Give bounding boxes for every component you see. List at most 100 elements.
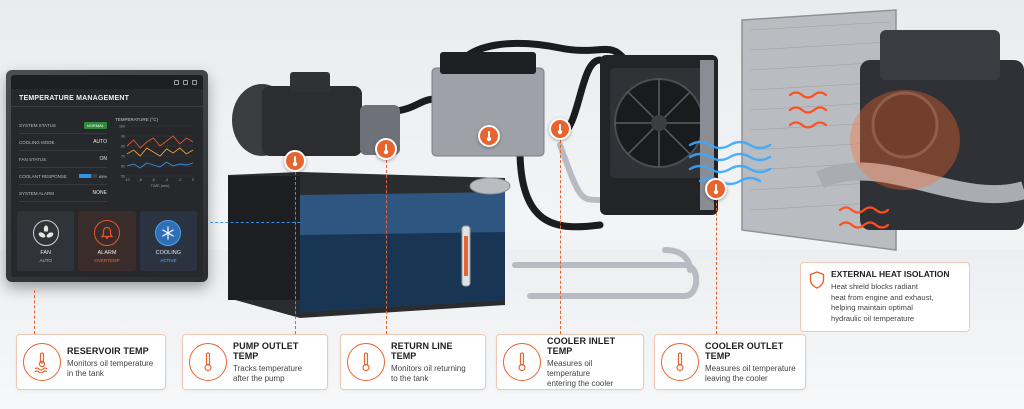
thermometer-waves-icon bbox=[23, 343, 61, 381]
panel-title: TEMPERATURE MANAGEMENT bbox=[11, 89, 203, 107]
x-axis-label: TIME (min) bbox=[151, 184, 171, 188]
leader-cooler-outlet bbox=[716, 198, 717, 334]
progress-bar bbox=[78, 174, 97, 178]
bell-icon bbox=[93, 219, 120, 246]
heat-isolation-line: hydraulic oil temperature bbox=[831, 313, 915, 323]
status-row-system: SYSTEM STATUS NORMAL bbox=[19, 117, 107, 134]
tile-sub: OVERTEMP bbox=[94, 257, 120, 263]
fan-tile[interactable]: FAN AUTO bbox=[17, 211, 75, 271]
status-row-alarm: SYSTEM ALARM NONE bbox=[19, 185, 107, 202]
thermometer-icon bbox=[661, 343, 699, 381]
series-line-2 bbox=[126, 161, 194, 169]
status-row-fan: FAN STATUS ON bbox=[19, 151, 107, 168]
x-tick-label: -4 bbox=[165, 178, 168, 182]
pump-outlet-temp-marker[interactable] bbox=[284, 150, 306, 172]
status-value: AUTO bbox=[93, 139, 107, 145]
card-title: COOLER INLET TEMP bbox=[547, 335, 616, 356]
heat-isolation-title: EXTERNAL HEAT ISOLATION bbox=[831, 269, 950, 279]
y-tick-label: 100 bbox=[119, 125, 125, 129]
y-tick-label: 90 bbox=[121, 135, 125, 139]
x-tick-label: -8 bbox=[139, 178, 142, 182]
panel-screen: TEMPERATURE MANAGEMENT SYSTEM STATUS NOR… bbox=[11, 75, 203, 277]
card-desc: entering the cooler bbox=[547, 378, 614, 388]
x-tick-label: -2 bbox=[178, 178, 181, 182]
cooler-outlet-temp-marker[interactable] bbox=[705, 178, 727, 200]
panel-connector-line bbox=[210, 222, 300, 223]
leader-reservoir bbox=[34, 290, 35, 334]
card-title: PUMP OUTLET TEMP bbox=[233, 340, 299, 361]
card-desc: Tracks temperature bbox=[233, 363, 303, 373]
heat-isolation-line: helping maintain optimal bbox=[831, 303, 913, 312]
x-tick-label: -10 bbox=[124, 178, 129, 182]
status-badge: NORMAL bbox=[83, 121, 107, 129]
return-line-temp-card[interactable]: RETURN LINE TEMP Monitors oil returning … bbox=[340, 334, 486, 390]
cooler-inlet-temp-marker[interactable] bbox=[549, 118, 571, 140]
status-value: ON bbox=[99, 156, 108, 162]
status-label: SYSTEM STATUS bbox=[19, 122, 56, 128]
cooler-inlet-temp-card[interactable]: COOLER INLET TEMP Measures oil temperatu… bbox=[496, 334, 644, 390]
heat-isolation-card: EXTERNAL HEAT ISOLATION Heat shield bloc… bbox=[800, 262, 970, 332]
chart-title: TEMPERATURE (°C) bbox=[115, 117, 158, 122]
control-tiles: FAN AUTO ALARM OVERTEMP COOLING ACTIVE bbox=[11, 207, 203, 277]
tile-sub: ACTIVE bbox=[160, 257, 177, 263]
fan-icon bbox=[32, 219, 59, 246]
valve-temp-marker[interactable] bbox=[478, 125, 500, 147]
cooling-tile[interactable]: COOLING ACTIVE bbox=[139, 211, 197, 271]
status-value: NONE bbox=[92, 190, 107, 196]
heat-isolation-line: Heat shield blocks radiant bbox=[831, 282, 918, 291]
thermometer-icon bbox=[347, 343, 385, 381]
status-label: COOLANT RESPONSE bbox=[19, 173, 67, 179]
status-label: SYSTEM ALARM bbox=[19, 190, 55, 196]
card-desc: Measures oil temperature bbox=[547, 358, 593, 378]
card-desc: leaving the cooler bbox=[705, 373, 768, 383]
monitor-icon[interactable] bbox=[183, 79, 188, 85]
leader-pump bbox=[295, 172, 296, 334]
y-tick-label: 70 bbox=[121, 155, 125, 159]
status-label: COOLING MODE bbox=[19, 139, 55, 145]
card-title: RESERVOIR TEMP bbox=[67, 345, 149, 356]
leader-return bbox=[386, 160, 387, 334]
status-value: 65% bbox=[98, 173, 107, 179]
y-tick-label: 60 bbox=[121, 165, 125, 169]
tile-label: ALARM bbox=[97, 249, 117, 256]
shield-icon bbox=[809, 271, 825, 325]
coolant-response-meter: 65% bbox=[78, 173, 107, 179]
y-tick-label: 50 bbox=[121, 175, 125, 179]
alarm-tile[interactable]: ALARM OVERTEMP bbox=[78, 211, 136, 271]
snowflake-icon bbox=[155, 219, 182, 246]
pump-outlet-temp-card[interactable]: PUMP OUTLET TEMP Tracks temperature afte… bbox=[182, 334, 328, 390]
x-tick-label: -6 bbox=[152, 178, 155, 182]
settings-icon[interactable] bbox=[192, 79, 197, 85]
card-desc: after the pump bbox=[233, 373, 285, 383]
tile-label: FAN bbox=[40, 249, 52, 256]
tile-label: COOLING bbox=[155, 249, 181, 256]
card-desc: Monitors oil returning bbox=[391, 363, 466, 373]
window-icon[interactable] bbox=[174, 79, 179, 85]
progress-fill bbox=[78, 174, 91, 178]
card-desc: to the tank bbox=[391, 373, 429, 383]
status-list: SYSTEM STATUS NORMAL COOLING MODE AUTO F… bbox=[19, 117, 107, 202]
return-line-temp-marker[interactable] bbox=[375, 138, 397, 160]
status-label: FAN STATUS bbox=[19, 156, 47, 162]
card-title: RETURN LINE TEMP bbox=[391, 340, 453, 361]
thermometer-icon bbox=[503, 343, 541, 381]
control-panel: TEMPERATURE MANAGEMENT SYSTEM STATUS NOR… bbox=[6, 70, 208, 282]
y-tick-label: 80 bbox=[121, 145, 125, 149]
tile-sub: AUTO bbox=[39, 257, 52, 263]
card-desc: Monitors oil temperature bbox=[67, 358, 154, 368]
status-row-coolant-response: COOLANT RESPONSE 65% bbox=[19, 168, 107, 185]
card-title: COOLER OUTLET TEMP bbox=[705, 340, 784, 361]
heat-isolation-line: heat from engine and exhaust, bbox=[831, 292, 934, 302]
status-row-cooling-mode: COOLING MODE AUTO bbox=[19, 134, 107, 151]
card-desc: Measures oil temperature bbox=[705, 363, 796, 373]
reservoir-temp-card[interactable]: RESERVOIR TEMP Monitors oil temperature … bbox=[16, 334, 166, 390]
x-tick-label: 0 bbox=[192, 178, 194, 182]
series-line-1 bbox=[126, 147, 194, 157]
cooler-outlet-temp-card[interactable]: COOLER OUTLET TEMP Measures oil temperat… bbox=[654, 334, 806, 390]
thermometer-icon bbox=[189, 343, 227, 381]
card-desc: in the tank bbox=[67, 368, 104, 378]
series-line-0 bbox=[126, 135, 194, 149]
